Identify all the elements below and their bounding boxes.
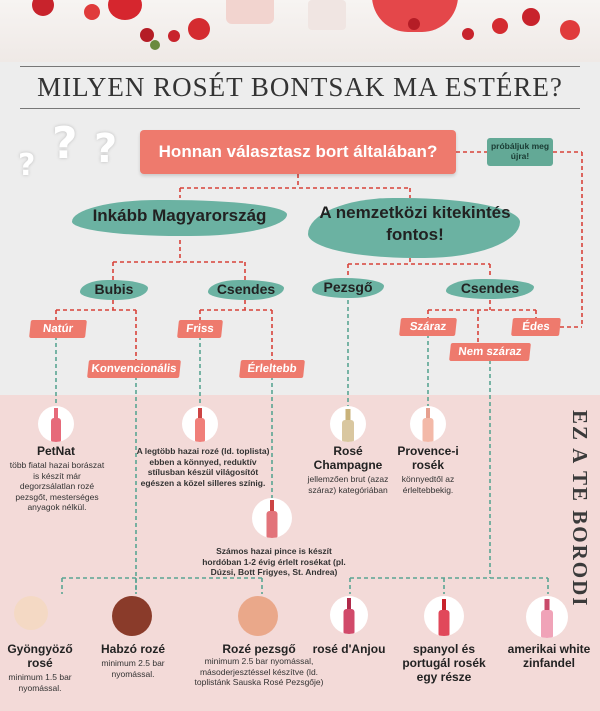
- level-csendes-hu: Csendes: [208, 281, 284, 297]
- wine-desc-gyongyozo: minimum 1.5 bar nyomással.: [4, 672, 76, 693]
- wine-image-habzo: [112, 596, 152, 636]
- wine-desc-rose-champagne: jellemzően brut (azaz száraz) kategóriáb…: [300, 474, 396, 495]
- question-box: Honnan választasz bort általában?: [140, 130, 456, 174]
- tag-edes: Édes: [511, 318, 561, 336]
- wine-image-zinfandel: [526, 596, 568, 638]
- badge-text: EZ A TE BORODI: [567, 410, 592, 607]
- wine-desc-provence: könnyedtől az érleltebbekig.: [392, 474, 464, 495]
- level-csendes-int: Csendes: [446, 280, 534, 296]
- wine-image-spanyol: [424, 596, 464, 636]
- wine-desc-erleltebb: Számos hazai pince is készít hordóban 1-…: [198, 546, 350, 578]
- branch-hungary: Inkább Magyarország: [72, 206, 287, 226]
- wine-name-spanyol: spanyol és portugál rosék egy része: [398, 642, 490, 684]
- wine-desc-petnat: több fiatal hazai borászat is készít már…: [6, 460, 108, 513]
- level-pezsgo: Pezsgő: [312, 279, 384, 295]
- wine-image-friss: [182, 406, 218, 442]
- wine-name-petnat: PetNat: [20, 444, 92, 458]
- branch-international: A nemzetközi kitekintés fontos!: [315, 202, 515, 246]
- wine-image-gyongyozo: [14, 596, 48, 630]
- wine-image-roze-pezsgo: [238, 596, 278, 636]
- wine-image-rose-champagne: [330, 406, 366, 442]
- wine-image-provence: [410, 406, 446, 442]
- wine-image-petnat: [38, 406, 74, 442]
- wine-desc-friss: A legtöbb hazai rozé (ld. toplista) ebbe…: [135, 446, 271, 488]
- tag-konvencionalis: Konvencionális: [87, 360, 181, 378]
- tag-nem-szaraz: Nem száraz: [449, 343, 531, 361]
- tag-erleltebb: Érleltebb: [239, 360, 305, 378]
- tag-friss: Friss: [177, 320, 223, 338]
- retry-box: próbáljuk meg újra!: [487, 138, 553, 166]
- level-bubis: Bubis: [80, 281, 148, 297]
- tag-szaraz: Száraz: [399, 318, 457, 336]
- wine-desc-roze-pezsgo: minimum 2.5 bar nyomással, másoderjeszté…: [182, 656, 336, 688]
- wine-name-habzo: Habzó rozé: [90, 642, 176, 656]
- wine-name-anjou: rosé d'Anjou: [306, 642, 392, 656]
- wine-name-rose-champagne: Rosé Champagne: [306, 444, 390, 472]
- wine-image-anjou: [330, 596, 368, 634]
- wine-name-zinfandel: amerikai white zinfandel: [504, 642, 594, 670]
- wine-name-roze-pezsgo: Rozé pezsgő: [216, 642, 302, 656]
- wine-name-provence: Provence-i rosék: [392, 444, 464, 472]
- wine-name-gyongyozo: Gyöngyöző rosé: [4, 642, 76, 670]
- side-badge: EZ A TE BORODI: [560, 410, 600, 580]
- wine-image-erleltebb: [252, 498, 292, 538]
- tag-natur: Natúr: [29, 320, 87, 338]
- wine-desc-habzo: minimum 2.5 bar nyomással.: [96, 658, 170, 679]
